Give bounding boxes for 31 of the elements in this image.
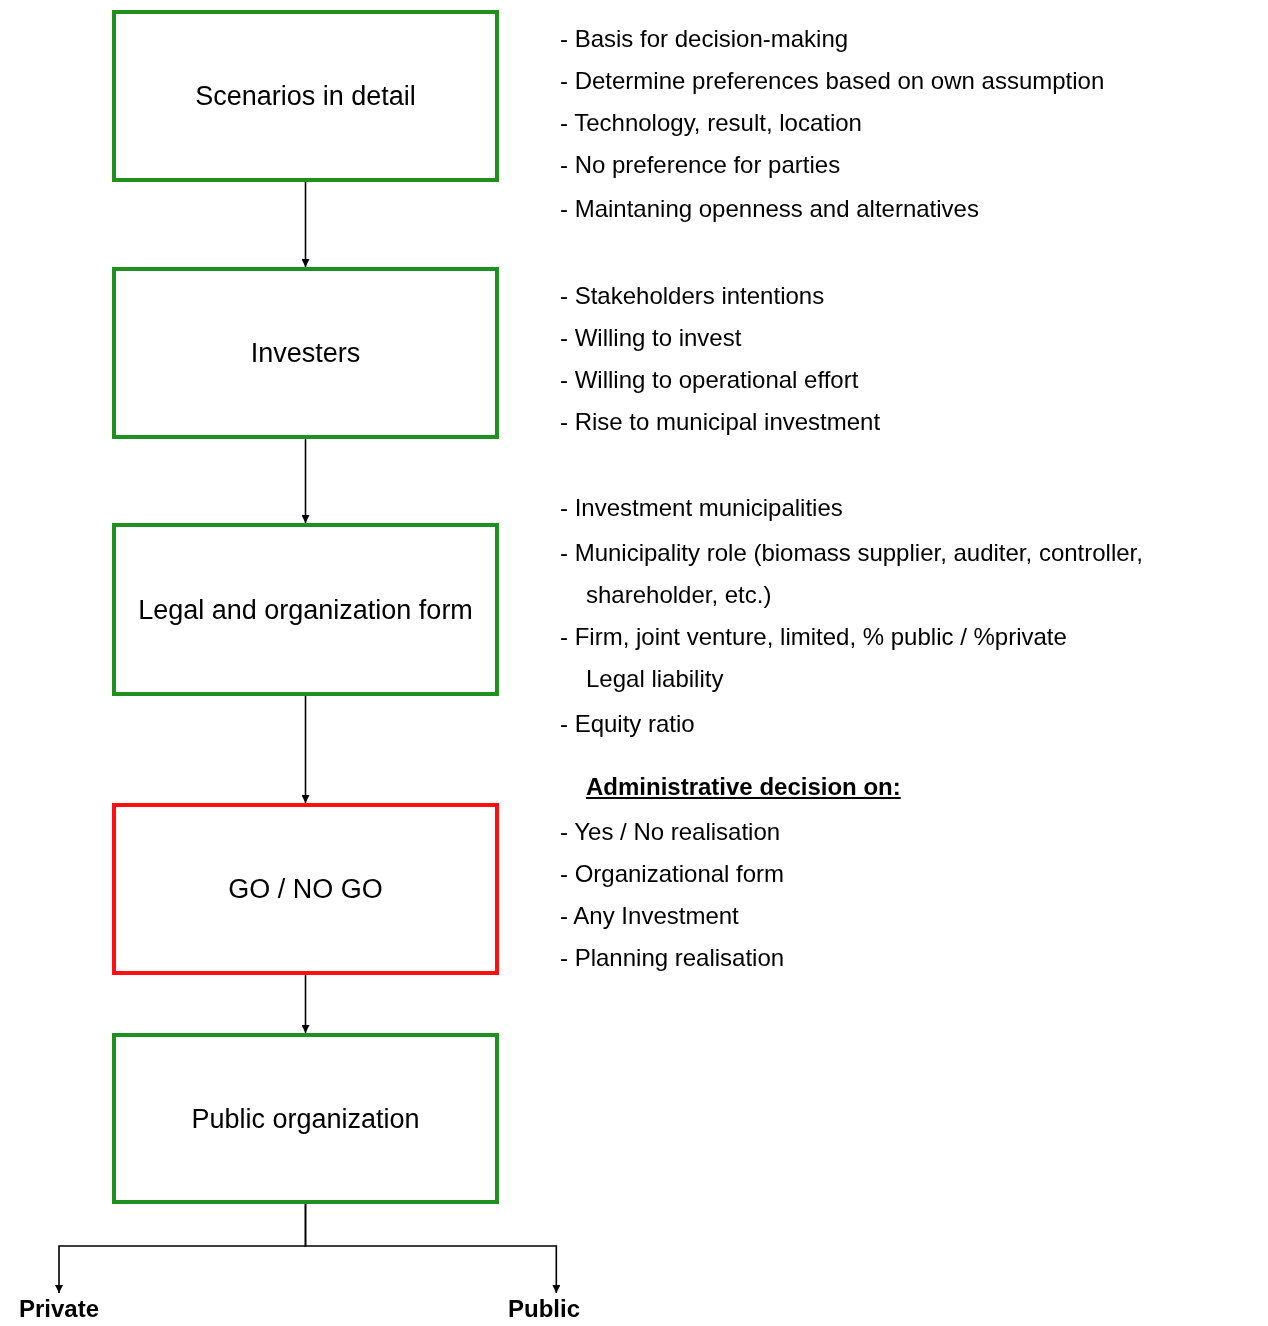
bullet-text: - Equity ratio bbox=[560, 709, 696, 739]
process-box: Public organization bbox=[112, 1033, 499, 1204]
bullet-text: - Stakeholders intentions bbox=[560, 281, 826, 311]
outcome-label: Public bbox=[500, 1293, 588, 1325]
outcome-label: Private bbox=[8, 1293, 110, 1325]
process-box: Legal and organization form bbox=[112, 523, 499, 696]
arrow bbox=[301, 974, 310, 1034]
bullet-text: - Willing to invest bbox=[560, 323, 743, 353]
process-box: GO / NO GO bbox=[112, 803, 499, 975]
bullet-text: - Maintaning openness and alternatives bbox=[560, 194, 980, 224]
bullet-text: - Basis for decision-making bbox=[560, 24, 850, 54]
bullet-text: - Determine preferences based on own assumption bbox=[560, 66, 1106, 96]
bullet-text: - Investment municipalities bbox=[560, 493, 844, 523]
bullet-text: - No preference for parties bbox=[560, 150, 842, 180]
bullet-text: - Planning realisation bbox=[560, 943, 786, 973]
bullet-text: - Municipality role (biomass supplier, auditer, controller, shareholder, etc.) bbox=[560, 538, 1144, 610]
bullet-text: - Willing to operational effort bbox=[560, 365, 860, 395]
arrow bbox=[301, 695, 310, 804]
arrow bbox=[301, 181, 310, 268]
bullet-text: - Any Investment bbox=[560, 901, 740, 931]
process-box: Investers bbox=[112, 267, 499, 439]
bullet-text: - Firm, joint venture, limited, % public / %private bbox=[560, 622, 1068, 652]
process-box: Scenarios in detail bbox=[112, 10, 499, 182]
arrow bbox=[304, 1203, 561, 1294]
bullet-text: Legal liability bbox=[586, 664, 725, 694]
bullet-text: - Yes / No realisation bbox=[560, 817, 782, 847]
bullet-text: - Rise to municipal investment bbox=[560, 407, 882, 437]
bullet-text: - Technology, result, location bbox=[560, 108, 863, 138]
section-heading: Administrative decision on: bbox=[586, 772, 902, 802]
arrow bbox=[301, 438, 310, 524]
bullet-text: - Organizational form bbox=[560, 859, 786, 889]
